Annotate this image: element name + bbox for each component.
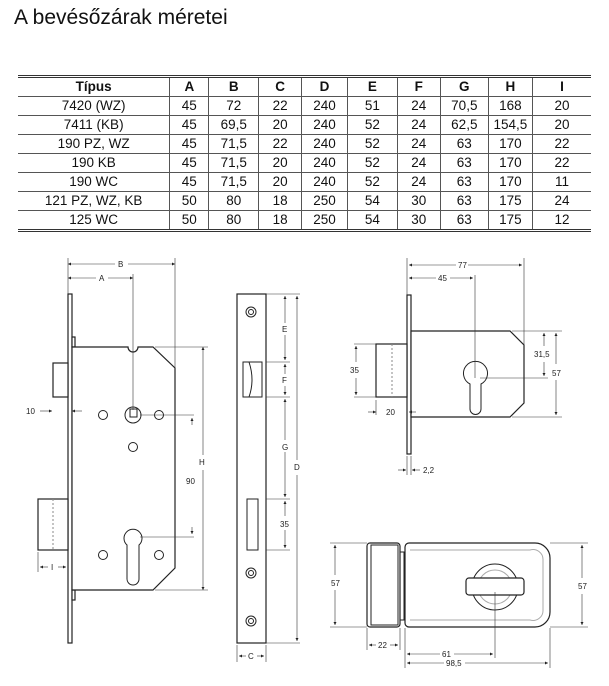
value-cell: 22 [531,153,591,173]
value-cell: 20 [531,96,591,116]
value-cell: 250 [301,191,348,211]
value-cell: 240 [301,153,348,173]
latch-bolt [52,362,69,398]
dim-77-label: 77 [458,261,467,270]
value-cell: 45 [169,153,210,173]
dim-31-5-label: 31,5 [534,350,550,359]
value-cell: 30 [396,210,441,231]
value-cell: 70,5 [439,96,489,116]
dim-98-5-label: 98,5 [446,659,462,668]
dim-35-side-label: 35 [350,366,359,375]
value-cell: 20 [531,115,591,135]
value-cell: 170 [487,172,533,192]
value-cell: 175 [487,210,533,231]
value-cell: 170 [487,153,533,173]
type-cell: 190 WC [18,172,171,192]
dim-10-label: 10 [26,407,35,416]
dim-35-label: 35 [280,520,289,529]
value-cell: 24 [531,191,591,211]
value-cell: 170 [487,134,533,154]
value-cell: 63 [439,172,489,192]
value-cell: 22 [258,134,303,154]
dim-g-label: G [282,443,288,452]
value-cell: 20 [258,115,303,135]
dim-i-label: I [51,563,53,572]
value-cell: 24 [396,172,441,192]
value-cell: 20 [258,153,303,173]
value-cell: 168 [487,96,533,116]
value-cell: 12 [531,210,591,231]
mortise-lock-drawing: B A H 90 10 I [26,258,208,644]
dim-45-label: 45 [438,274,447,283]
value-cell: 154,5 [487,115,533,135]
dim-d-label: D [294,463,300,472]
dim-22-label: 22 [378,641,387,650]
value-cell: 71,5 [208,172,260,192]
dim-57-side-label: 57 [552,369,561,378]
value-cell: 80 [208,210,260,231]
value-cell: 63 [439,153,489,173]
dim-57-front-right-label: 57 [578,582,587,591]
value-cell: 18 [258,210,303,231]
dim-2-2-label: 2,2 [423,466,435,475]
type-cell: 125 WC [18,210,171,231]
value-cell: 20 [258,172,303,192]
cylinder-hole [123,528,143,586]
value-cell: 45 [169,134,210,154]
value-cell: 63 [439,210,489,231]
type-cell: 7420 (WZ) [18,96,171,116]
dim-e-label: E [282,325,287,334]
dim-61-label: 61 [442,650,451,659]
dim-57-front-left-label: 57 [331,579,340,588]
value-cell: 250 [301,210,348,231]
value-cell: 22 [258,96,303,116]
dim-c-label: C [248,652,254,661]
value-cell: 50 [169,191,210,211]
value-cell: 80 [208,191,260,211]
dim-a-label: A [99,274,105,283]
page-title: A bevésőzárak méretei [14,6,228,29]
value-cell: 50 [169,210,210,231]
value-cell: 62,5 [439,115,489,135]
dim-f-label: F [282,376,287,385]
faceplate-drawing: E F G 35 D C [236,293,300,662]
rim-lock-side-drawing: 77 45 31,5 57 35 20 2,2 [350,258,562,475]
dim-h-label: H [199,458,205,467]
value-cell: 240 [301,172,348,192]
dim-20-label: 20 [386,408,395,417]
value-cell: 45 [169,172,210,192]
rim-lock-front-drawing: 57 57 22 61 98,5 [330,542,588,668]
value-cell: 45 [169,96,210,116]
value-cell: 24 [396,153,441,173]
dim-b-label: B [118,260,123,269]
dim-90-label: 90 [186,477,195,486]
